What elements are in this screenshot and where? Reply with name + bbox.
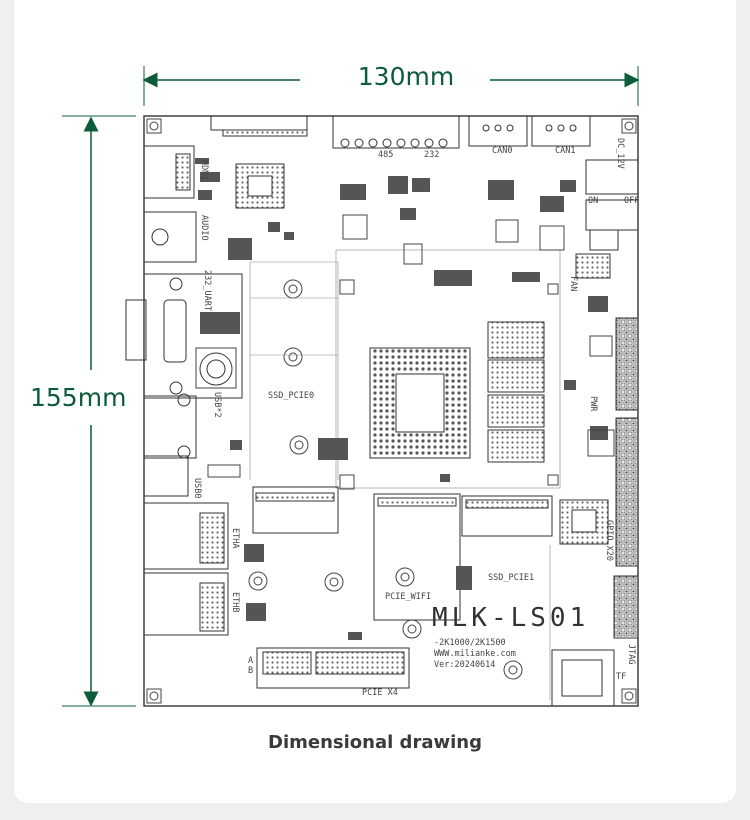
rs232-label: 232	[424, 150, 440, 160]
small-components	[195, 158, 608, 640]
tf-label: TF	[616, 672, 627, 682]
can1-label: CAN1	[555, 146, 576, 156]
pcie-wifi-label: PCIE_WIFI	[385, 592, 432, 602]
off-label: OFF	[624, 196, 640, 206]
width-dimension-arrow	[142, 66, 640, 106]
width-dimension-label: 130mm	[357, 62, 455, 91]
ethb-label: ETHB	[230, 592, 240, 613]
m2-slots	[252, 486, 553, 621]
left-connectors	[125, 145, 243, 636]
right-headers	[551, 253, 639, 707]
pwr-label: PWR	[588, 396, 598, 412]
processor-area	[235, 163, 609, 545]
caption: Dimensional drawing	[268, 732, 482, 753]
on-label: ON	[588, 196, 599, 206]
row-a-label: A	[248, 656, 254, 666]
etha-label: ETHA	[230, 528, 240, 549]
audio-label: AUDIO	[199, 215, 209, 241]
usb2-label: USB*2	[212, 392, 222, 418]
pcie-x4-label: PCIE X4	[362, 688, 398, 698]
mounting-holes	[146, 118, 637, 704]
rs485-label: 485	[378, 150, 394, 160]
ssd-pcie0-label: SSD_PCIE0	[268, 391, 315, 401]
ssd-pcie1-label: SSD_PCIE1	[488, 573, 535, 583]
dc-12v-label: DC_12V	[615, 138, 625, 169]
height-dimension-label: 155mm	[30, 383, 127, 412]
uart-label: 232_UART	[202, 270, 212, 311]
top-connectors	[210, 115, 639, 251]
hdmi-label: HDMI	[199, 160, 209, 181]
pcie-slot	[256, 647, 410, 689]
gpio-label: GPIO X20	[604, 520, 614, 561]
board-model-line: -2K1000/2K1500	[434, 638, 506, 648]
usb0-label: USB0	[192, 478, 202, 499]
row-b-label: B	[248, 666, 254, 676]
height-dimension-arrow	[62, 115, 136, 707]
board-website: WWW.milianke.com	[434, 649, 516, 659]
jtag-label: JTAG	[626, 644, 636, 665]
board-name: MLK-LS01	[432, 603, 590, 633]
can0-label: CAN0	[492, 146, 513, 156]
fan-label: FAN	[568, 276, 578, 292]
board-version: Ver:20240614	[434, 660, 496, 670]
outlined-components	[195, 214, 615, 490]
